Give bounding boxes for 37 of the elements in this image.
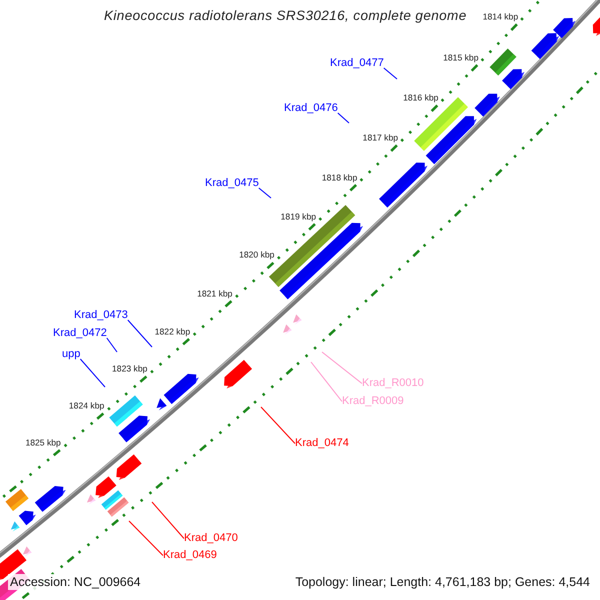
leader-line [383,68,398,80]
accession-text: Accession: NC_009664 [8,574,143,590]
scale-label: 1816 kbp [403,92,438,104]
scale-label: 1825 kbp [25,437,61,448]
gene-label: Krad_0472 [53,327,107,340]
gene-label: Krad_0469 [163,549,217,562]
genome-info-text: Topology: linear; Length: 4,761,183 bp; Genes: 4,544 [295,574,590,590]
title: Kineococcus radiotolerans SRS30216, complete genome [104,8,467,23]
scale-label: 1815 kbp [443,52,478,64]
leader-line [258,188,272,198]
scale-label: 1822 kbp [154,326,190,338]
gene-label: Krad_R0010 [362,377,424,390]
scale-label: 1818 kbp [322,172,358,184]
gene-label: upp [62,348,80,361]
scale-label: 1823 kbp [112,364,148,375]
leader-line [322,352,362,384]
gene-label: Krad_R0009 [342,395,404,408]
scale-label: 1814 kbp [482,12,518,23]
leader-line [310,362,342,402]
leader-line [128,520,164,556]
scale-label: 1817 kbp [362,132,398,144]
leader-line [337,112,350,124]
leader-line [80,358,106,388]
leader-line [152,502,184,539]
gene-label: Krad_0473 [74,309,128,322]
scale-label: 1824 kbp [68,400,104,412]
scale-label: 1819 kbp [280,211,316,222]
leader-line [106,338,118,352]
gene-label: Krad_0474 [295,437,349,450]
gene-label: Krad_0470 [184,532,238,545]
gene-label: Krad_0477 [330,57,384,70]
leader-line [260,406,296,444]
scale-label: 1821 kbp [197,288,232,300]
gene-label: Krad_0476 [284,102,338,115]
gene-label: Krad_0475 [205,177,259,190]
scale-label: 1820 kbp [239,250,274,261]
leader-line [127,320,152,348]
